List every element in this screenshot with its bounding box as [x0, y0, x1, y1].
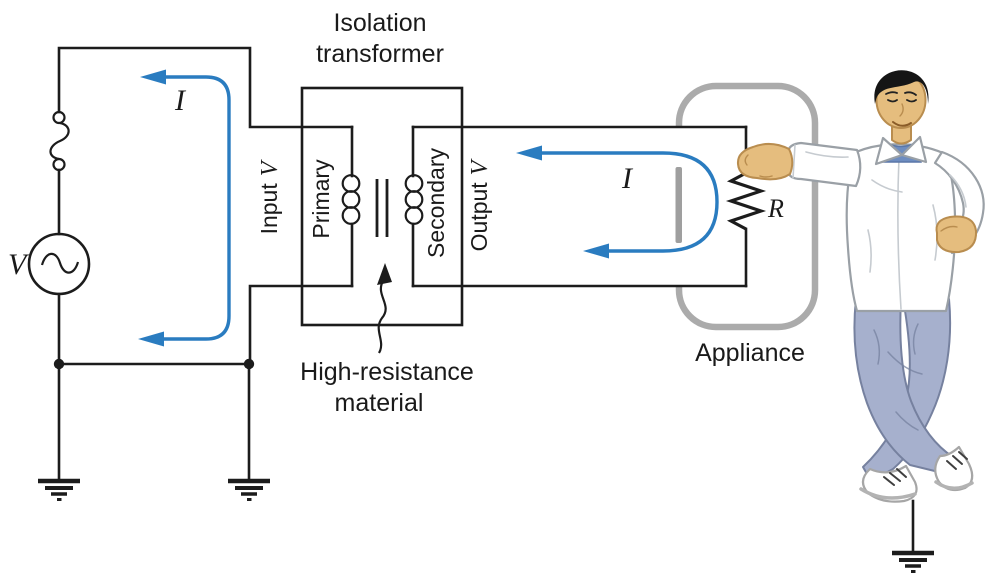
junction-dot	[243, 358, 255, 370]
output-voltage-label: OutputV	[466, 158, 493, 251]
input-loop-wires	[53, 46, 354, 483]
ac-source	[27, 232, 91, 296]
primary-coil	[341, 125, 361, 288]
high-resistance-label-line1: High-resistance	[300, 358, 474, 386]
fuse	[49, 110, 70, 172]
person-shirt	[845, 143, 957, 313]
svg-text:OutputV: OutputV	[466, 158, 493, 251]
current-arrow-right	[516, 145, 719, 259]
squiggle-line	[377, 280, 387, 354]
person-shoe-left	[859, 464, 918, 503]
arrowhead-right-top	[516, 145, 542, 161]
arrowhead-left-top	[140, 69, 166, 85]
secondary-label: Secondary	[423, 148, 449, 258]
person-neck	[891, 123, 912, 145]
person-collar-right	[900, 135, 928, 164]
transformer-title-line1: Isolation	[333, 9, 426, 37]
resistor	[725, 171, 767, 231]
person	[736, 70, 985, 503]
primary-label: Primary	[308, 159, 334, 239]
current-label-left: I	[174, 84, 187, 117]
svg-text:Secondary: Secondary	[423, 148, 449, 258]
junction-dot	[53, 358, 65, 370]
transformer-box	[300, 86, 464, 327]
source-voltage-label: V	[8, 248, 30, 281]
ground-symbol-person	[892, 499, 934, 573]
sine-wave-icon	[40, 252, 80, 274]
output-loop-wires	[411, 125, 748, 288]
transformer-core	[375, 179, 389, 237]
appliance-label: Appliance	[695, 339, 805, 367]
person-collar-left	[874, 136, 904, 166]
arrowhead-left-bottom	[138, 331, 164, 347]
person-eyebrows	[885, 91, 917, 96]
high-resistance-annotation: High-resistance material	[300, 263, 474, 417]
resistance-label: R	[767, 194, 784, 223]
transformer-title-line2: transformer	[316, 40, 444, 68]
current-arrow-left	[138, 69, 231, 347]
svg-text:InputV: InputV	[256, 159, 283, 234]
input-voltage-label: InputV	[256, 159, 283, 234]
person-shoe-right	[934, 445, 974, 492]
person-mouth	[892, 121, 912, 127]
person-extended-arm	[786, 141, 862, 188]
ground-symbol-input	[228, 478, 270, 501]
person-eyes	[887, 99, 917, 103]
svg-text:Primary: Primary	[308, 159, 334, 239]
ground-symbol-source	[38, 478, 80, 501]
high-resistance-label-line2: material	[335, 389, 424, 417]
case-wall-fragment	[675, 167, 682, 243]
secondary-coil	[404, 125, 424, 288]
person-hand-touching-appliance	[736, 143, 794, 181]
current-label-right: I	[621, 162, 634, 195]
person-nose	[899, 103, 904, 117]
person-head	[874, 70, 929, 129]
arrowhead-right-bottom	[583, 243, 609, 259]
person-hair	[874, 70, 929, 104]
squiggle-arrowhead	[377, 263, 392, 285]
person-hand-on-hip	[935, 215, 978, 254]
